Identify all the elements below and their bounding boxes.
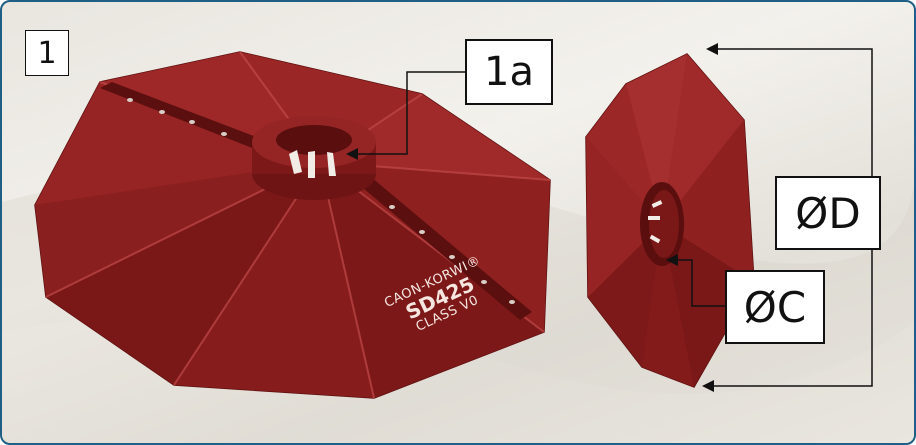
- arrowheads: [346, 43, 718, 392]
- callout-outer-diameter: ØD: [775, 176, 881, 250]
- side-opening: [640, 182, 684, 266]
- callout-inner-diameter: ØC: [725, 270, 825, 344]
- leader-oc: [674, 259, 725, 307]
- central-hub: [252, 116, 376, 200]
- leader-1a: [354, 71, 465, 155]
- callout-1a: 1a: [465, 39, 553, 105]
- hub-slots: [289, 150, 336, 178]
- figure-number: 1: [25, 30, 69, 76]
- arrow-oc: [666, 254, 678, 266]
- arrow-od-top: [706, 43, 718, 55]
- arrow-1a: [346, 148, 358, 160]
- arrow-od-bottom: [702, 380, 714, 392]
- diffuser-3d-view: [34, 51, 551, 399]
